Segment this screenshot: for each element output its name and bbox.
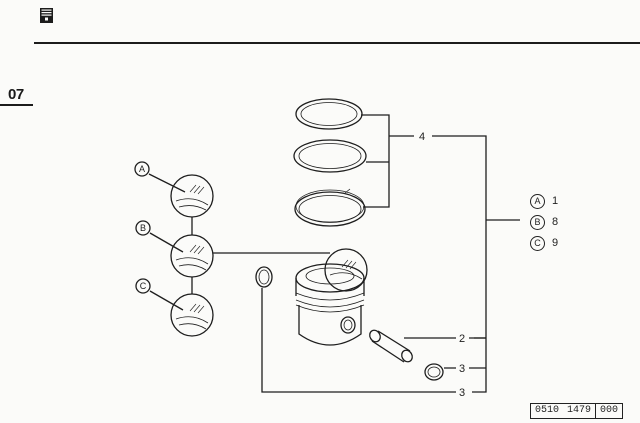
- legend-row: B 8: [530, 215, 590, 236]
- header-rule: [34, 42, 640, 44]
- part-code-segment-2: 1479: [567, 405, 592, 416]
- detail-legend: A 1 B 8 C 9: [530, 194, 590, 257]
- detail-circle-b: [170, 234, 214, 278]
- part-code-segment-3: 000: [595, 404, 622, 418]
- part-code: 0510 1479 000: [530, 403, 624, 419]
- legend-letter: C: [530, 236, 545, 251]
- legend-row: A 1: [530, 194, 590, 215]
- clip-left-leader: [261, 288, 456, 393]
- legend-value: 1: [552, 195, 559, 207]
- main-leader: [432, 135, 520, 393]
- section-number: 07: [8, 86, 24, 103]
- callout-circle-b: [135, 220, 151, 236]
- piston: [295, 263, 365, 346]
- detail-circle-a: [170, 174, 214, 218]
- legend-row: C 9: [530, 236, 590, 257]
- piston-ring-oil: [294, 188, 366, 227]
- legend-letter: A: [530, 194, 545, 209]
- callout-letter-b: B: [140, 223, 146, 233]
- letter-c-leader: [149, 290, 184, 311]
- piston-ring-top: [295, 98, 363, 130]
- callout-letter-a: A: [139, 164, 145, 174]
- detail-circle-c: [170, 293, 214, 337]
- book-icon: [40, 8, 53, 23]
- legend-value: 9: [552, 237, 559, 249]
- callout-circle-a: [134, 161, 150, 177]
- rings-leader: [361, 114, 414, 208]
- piston-ring-middle: [293, 139, 367, 173]
- callout-circle-c: [135, 278, 151, 294]
- part-code-segment-1: 0510: [535, 405, 560, 416]
- callout-rings: 4: [419, 131, 425, 143]
- piston-pin: [369, 329, 413, 363]
- letter-a-leader: [148, 173, 186, 193]
- callout-clip-left: 3: [459, 387, 465, 399]
- detail-circle-piston: [324, 248, 368, 292]
- detail-connector: [191, 217, 330, 294]
- legend-value: 8: [552, 216, 559, 228]
- callout-pin: 2: [459, 333, 465, 345]
- callout-clip-right: 3: [459, 363, 465, 375]
- legend-letter: B: [530, 215, 545, 230]
- circlip-right: [424, 363, 444, 381]
- letter-b-leader: [149, 232, 184, 253]
- circlip-left: [255, 266, 273, 288]
- section-rule: [0, 104, 33, 106]
- callout-letter-c: C: [140, 281, 147, 291]
